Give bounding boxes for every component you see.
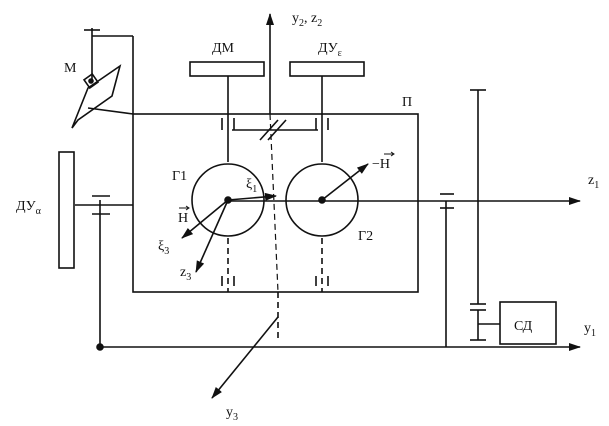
- g2-bearing-top: [315, 118, 329, 130]
- linkage-slash-1: [259, 119, 279, 141]
- label-m: М: [64, 61, 77, 76]
- linkage-slash-2: [267, 119, 287, 141]
- label-p: П: [402, 95, 412, 110]
- svg-text:H: H: [178, 211, 188, 226]
- du-eps-plate: [289, 61, 365, 77]
- m-link: [87, 107, 134, 115]
- gyro-g2: [285, 163, 359, 237]
- dm-plate: [189, 61, 265, 77]
- label-xi1: ξ1: [246, 177, 257, 195]
- m-cam-dot: [88, 78, 94, 84]
- y2-axis-inner: [269, 113, 279, 293]
- label-minus-h: −H: [372, 151, 395, 172]
- label-h: H: [178, 205, 190, 226]
- label-sd: СД: [514, 319, 533, 334]
- svg-text:−H: −H: [372, 157, 390, 172]
- g1-bearing-bottom: [221, 276, 235, 286]
- label-xi3: ξ3: [158, 239, 169, 257]
- label-du-alpha: ДУα: [16, 199, 42, 217]
- g2-bearing-bottom: [315, 276, 329, 286]
- xi1-axis: [227, 192, 277, 201]
- label-y1: y1: [584, 321, 596, 339]
- label-y2-z2: y2, z2: [292, 11, 322, 29]
- label-g1: Г1: [172, 169, 187, 184]
- label-dm: ДМ: [212, 41, 235, 56]
- label-z3: z3: [180, 265, 191, 283]
- g1-h-vector: [181, 199, 229, 239]
- g1-bearing-top: [221, 118, 235, 130]
- m-cam: [82, 72, 100, 90]
- label-du-eps: ДУε: [318, 41, 342, 59]
- platform-frame: [132, 113, 419, 293]
- label-g2: Г2: [358, 229, 373, 244]
- sd-box: [499, 301, 557, 345]
- z3-axis: [195, 199, 229, 273]
- y3-axis: [211, 316, 279, 399]
- du-alpha-plate: [58, 151, 75, 269]
- label-y3: y3: [226, 405, 238, 423]
- label-z1: z1: [588, 173, 599, 191]
- m-body: [71, 64, 122, 129]
- gyro-g1: [191, 163, 265, 237]
- g2-minus-h-vector: [321, 163, 369, 201]
